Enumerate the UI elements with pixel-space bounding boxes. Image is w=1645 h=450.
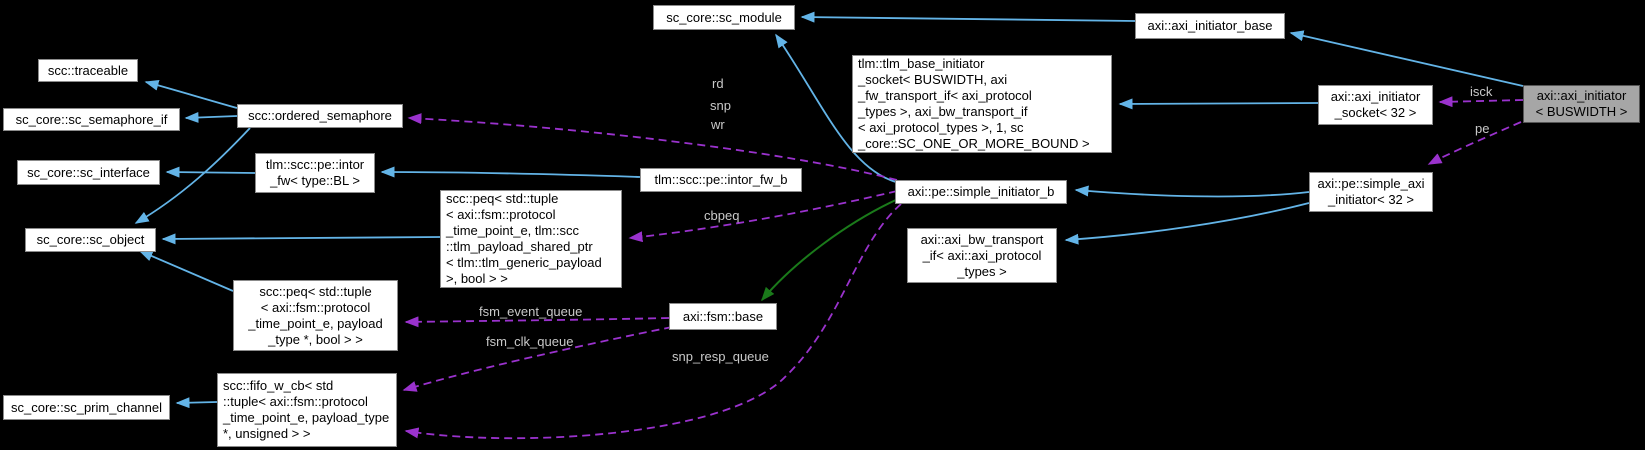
- edge-intor-fw-to-sc-interface: [165, 166, 256, 178]
- node-sc-core-sc-prim-channel[interactable]: sc_core::sc_prim_channel: [3, 395, 170, 420]
- edge-usage-cbpeq: [628, 190, 898, 243]
- edge-usage-snp-resp-queue: [404, 203, 902, 440]
- edge-label-isck: isck: [1470, 84, 1493, 99]
- edge-label-pe: pe: [1475, 121, 1490, 136]
- edge-peq-tlm-to-sc-object: [161, 233, 441, 245]
- node-tlm-tlm-base-initiator-socket[interactable]: tlm::tlm_base_initiator _socket< BUSWIDT…: [852, 55, 1112, 153]
- node-scc-ordered-semaphore[interactable]: scc::ordered_semaphore: [237, 104, 403, 128]
- node-axi-pe-simple-initiator-b[interactable]: axi::pe::simple_initiator_b: [895, 180, 1067, 204]
- edge-ordered-semaphore-to-traceable: [144, 79, 238, 109]
- edge-simple-initiator-b-to-fsm-base: [761, 198, 899, 302]
- edge-peq-payload-to-sc-object: [138, 250, 234, 292]
- node-sc-core-sc-interface[interactable]: sc_core::sc_interface: [17, 160, 160, 185]
- node-axi-fsm-base[interactable]: axi::fsm::base: [669, 303, 777, 330]
- node-sc-core-sc-semaphore-if[interactable]: sc_core::sc_semaphore_if: [3, 108, 180, 131]
- node-sc-core-sc-module[interactable]: sc_core::sc_module: [653, 5, 795, 30]
- node-axi-axi-initiator-base[interactable]: axi::axi_initiator_base: [1135, 13, 1285, 39]
- edge-label-fsm-event-queue: fsm_event_queue: [479, 304, 583, 319]
- node-axi-axi-initiator-socket[interactable]: axi::axi_initiator _socket< 32 >: [1318, 85, 1433, 125]
- edge-label-rd: rd: [712, 76, 724, 91]
- edge-usage-fsm-clk-queue: [402, 326, 673, 392]
- edge-ordered-semaphore-to-semaphore-if: [184, 112, 238, 124]
- node-scc-peq-payload-type[interactable]: scc::peq< std::tuple < axi::fsm::protoco…: [233, 280, 398, 351]
- edge-label-wr: wr: [711, 117, 725, 132]
- edge-simple-axi-to-bw-transport: [1064, 202, 1310, 245]
- edge-label-snp: snp: [710, 98, 731, 113]
- edge-simple-axi-to-simple-initiator-b: [1074, 185, 1310, 198]
- edge-label-snp-resp-queue: snp_resp_queue: [672, 349, 769, 364]
- edge-usage-fsm-event-queue: [404, 316, 670, 328]
- node-tlm-scc-pe-intor-fw[interactable]: tlm::scc::pe::intor _fw< type::BL >: [255, 153, 375, 193]
- edge-ordered-semaphore-to-sc-object: [134, 127, 251, 224]
- node-axi-axi-initiator-current: axi::axi_initiator < BUSWIDTH >: [1523, 85, 1640, 123]
- edge-usage-rd-snp-wr: [407, 113, 898, 181]
- edge-intor-fw-b-to-intor-fw: [380, 166, 641, 178]
- node-axi-pe-simple-axi-initiator[interactable]: axi::pe::simple_axi _initiator< 32 >: [1309, 172, 1433, 212]
- edge-usage-isck: [1438, 96, 1524, 108]
- edge-simple-initiator-b-to-sc-module: [775, 33, 897, 183]
- edge-initiator-socket-to-tlm-base-socket: [1118, 98, 1319, 110]
- node-axi-axi-bw-transport-if[interactable]: axi::axi_bw_transport _if< axi::axi_prot…: [907, 228, 1057, 283]
- edge-usage-pe: [1427, 121, 1522, 165]
- edge-label-cbpeq: cbpeq: [704, 208, 740, 223]
- edge-fifo-to-prim-channel: [175, 397, 218, 409]
- node-scc-peq-tlm-payload[interactable]: scc::peq< std::tuple < axi::fsm::protoco…: [440, 190, 622, 288]
- node-scc-traceable[interactable]: scc::traceable: [38, 59, 138, 82]
- edge-initiator-base-to-sc-module: [800, 11, 1136, 23]
- edge-label-fsm-clk-queue: fsm_clk_queue: [486, 334, 574, 349]
- node-scc-fifo-w-cb[interactable]: scc::fifo_w_cb< std ::tuple< axi::fsm::p…: [217, 373, 397, 447]
- node-tlm-scc-pe-intor-fw-b[interactable]: tlm::scc::pe::intor_fw_b: [640, 168, 802, 192]
- node-sc-core-sc-object[interactable]: sc_core::sc_object: [25, 228, 156, 252]
- edge-axi-initiator-to-initiator-base: [1289, 30, 1524, 87]
